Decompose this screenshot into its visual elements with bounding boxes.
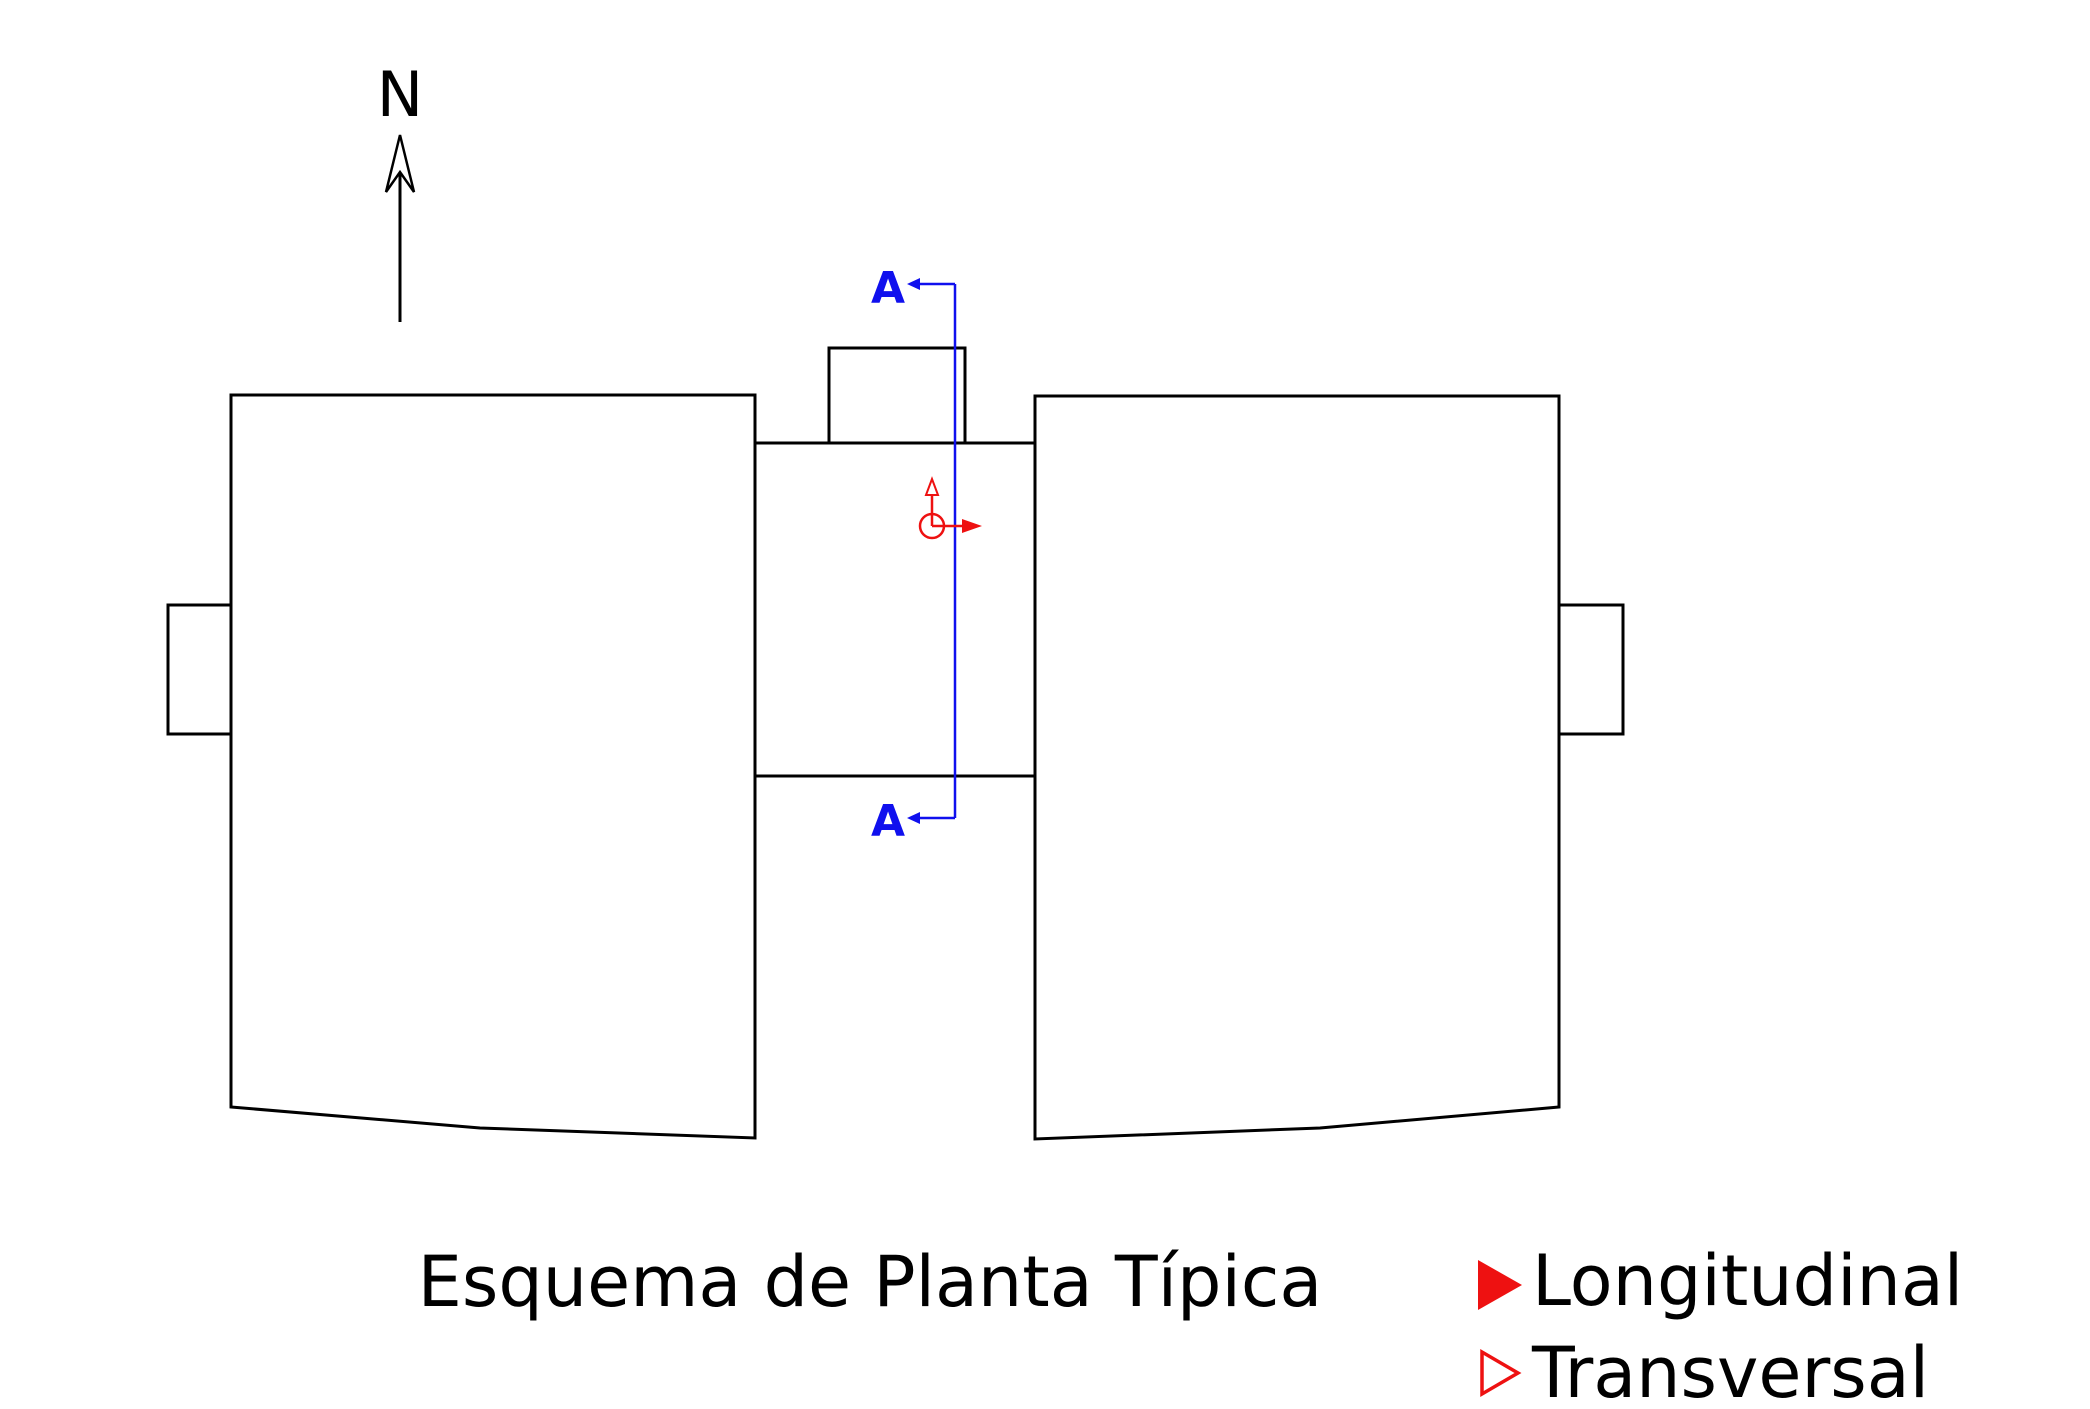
longitudinal-axis-arrow-icon xyxy=(962,519,982,533)
right-building-block xyxy=(1033,394,1561,1141)
filled-triangle-icon xyxy=(1478,1260,1522,1310)
left-building-block xyxy=(229,393,757,1140)
north-label: N xyxy=(377,58,423,131)
outline-triangle-icon xyxy=(1480,1348,1522,1398)
legend-label-longitudinal: Longitudinal xyxy=(1532,1240,1963,1322)
north-arrow: N xyxy=(377,58,423,322)
section-top-arrow-icon xyxy=(907,278,920,290)
section-cut-a-a: A A xyxy=(871,263,957,847)
coordinate-axes-icon xyxy=(918,476,982,540)
left-wing-annex xyxy=(166,603,233,736)
diagram-caption: Esquema de Planta Típica xyxy=(418,1241,1323,1323)
section-bottom-arrow-icon xyxy=(907,812,920,824)
section-top-label: A xyxy=(871,263,905,314)
north-arrow-head-icon xyxy=(384,134,416,193)
legend-item-longitudinal: Longitudinal xyxy=(1478,1240,1963,1322)
legend-label-transversal: Transversal xyxy=(1531,1332,1929,1405)
right-wing-annex xyxy=(1557,603,1625,736)
legend-item-transversal: Transversal xyxy=(1480,1332,1929,1409)
central-core xyxy=(753,441,1037,778)
central-top-annex xyxy=(827,346,967,445)
legend: Longitudinal Transversal xyxy=(1478,1240,1963,1409)
transversal-axis-arrow-icon xyxy=(924,476,940,496)
section-bottom-label: A xyxy=(871,796,905,847)
